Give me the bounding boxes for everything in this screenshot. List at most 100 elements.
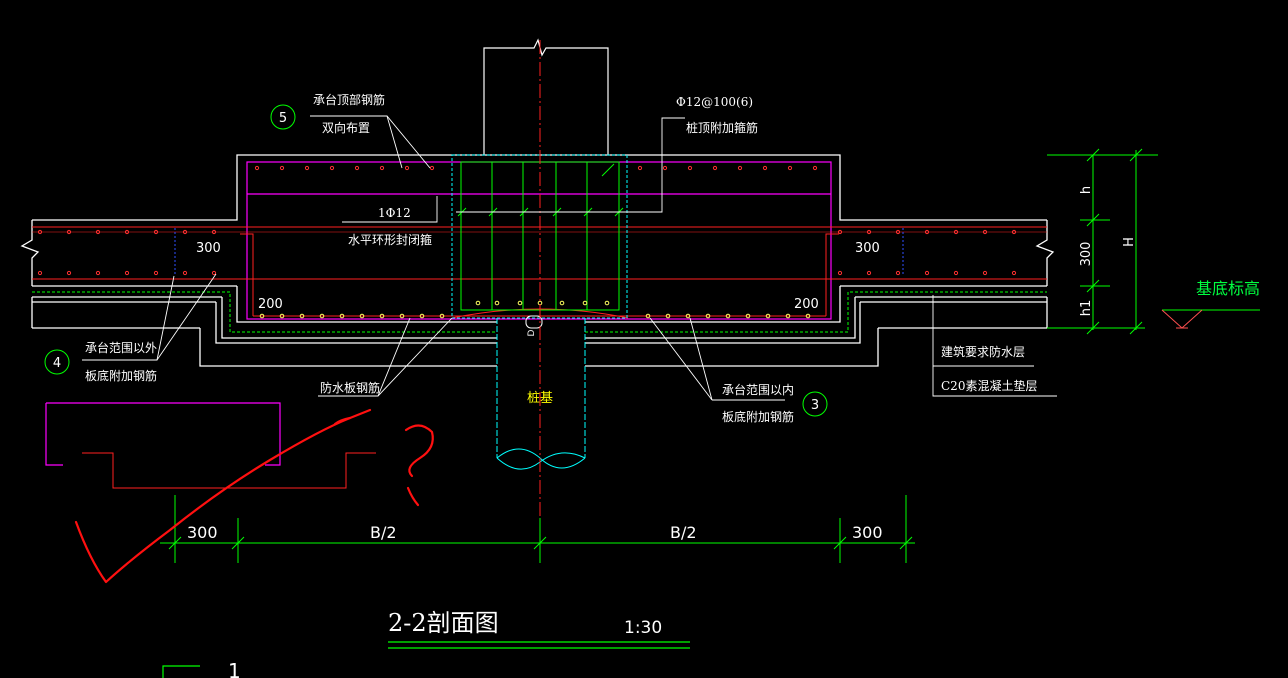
layer2-right <box>585 302 861 344</box>
dim-300-right: 300 <box>852 523 883 542</box>
dim-200-left: 200 <box>258 297 283 312</box>
column-outline <box>483 38 609 155</box>
rebar-dot <box>687 165 693 171</box>
callout-3: 3 <box>802 391 828 417</box>
rebar-dot <box>254 165 260 171</box>
cushion-step-left <box>199 328 497 367</box>
waterproof-layer-line <box>32 291 1047 333</box>
pile-cap-outline <box>20 154 1055 367</box>
callout-5-circle <box>270 104 296 130</box>
rebar-dot <box>982 229 988 235</box>
dim-300-left: 300 <box>187 523 218 542</box>
handwritten-annotations <box>74 408 434 584</box>
rebar-dot <box>637 165 643 171</box>
scale-text: 1:30 <box>624 618 662 638</box>
rebar-dot <box>279 165 285 171</box>
top-rebar-dots <box>254 165 818 171</box>
partial-number: 1 <box>228 659 241 678</box>
question-mark-dot <box>406 486 420 507</box>
dim-300-right-inner: 300 <box>855 241 880 256</box>
rebar-dot <box>837 229 843 235</box>
callout-3-circle <box>802 391 828 417</box>
rebar-dot <box>665 313 671 319</box>
base-elevation-label: 基底标高 <box>1196 279 1260 298</box>
rebar-dot <box>765 313 771 319</box>
rebar-dot <box>419 313 425 319</box>
stirrup-label-2: 桩顶附加箍筋 <box>686 120 758 135</box>
ring-hoop-label-2: 水平环形封闭箍 <box>348 232 432 247</box>
rebar-dot <box>785 313 791 319</box>
rebar-dot <box>762 165 768 171</box>
rebar-dot <box>211 229 217 235</box>
checkmark-stroke <box>74 408 372 584</box>
layer2-left <box>215 302 497 344</box>
title-text: 2-2剖面图 <box>388 609 499 637</box>
rebar-dot <box>354 165 360 171</box>
rebar-dot <box>895 270 901 276</box>
callout-4-circle <box>44 349 70 375</box>
drawing-title: 2-2剖面图 1:30 <box>388 609 690 649</box>
rebar-dot <box>37 229 43 235</box>
rebar-dot <box>1011 229 1017 235</box>
dim-b2-right: B/2 <box>670 523 697 542</box>
horizontal-dimension <box>160 495 915 563</box>
rebar-dot <box>895 229 901 235</box>
rebar-dot <box>339 313 345 319</box>
rebar-dot <box>182 270 188 276</box>
dim-h: h <box>1079 186 1094 194</box>
pile-mark: D <box>525 315 543 336</box>
rebar-dot <box>259 313 265 319</box>
rebar-dot <box>866 270 872 276</box>
break-left <box>20 220 40 286</box>
rebar-dot <box>379 313 385 319</box>
dim-200-right: 200 <box>794 297 819 312</box>
ring-hoop-label-1: 1Φ12 <box>378 206 411 220</box>
column <box>483 38 609 155</box>
rebar-dot <box>211 270 217 276</box>
waterproof-rebar-label: 防水板钢筋 <box>320 380 380 395</box>
rebar-dot <box>37 270 43 276</box>
rebar-dot <box>866 229 872 235</box>
rebar-dot <box>685 313 691 319</box>
rebar-dot <box>299 313 305 319</box>
legend-shape-magenta <box>46 402 281 466</box>
inside-rebar-label-1: 承台范围以内 <box>722 382 794 397</box>
rebar-dot <box>404 165 410 171</box>
rebar-dot <box>1011 270 1017 276</box>
rebar-dot <box>982 270 988 276</box>
rebar-dot <box>359 313 365 319</box>
slab-rebar-dots <box>37 229 1017 276</box>
outside-rebar-label-1: 承台范围以外 <box>85 340 157 355</box>
rebar-dot <box>745 313 751 319</box>
cap-top-outline <box>32 154 1047 221</box>
rebar-dot <box>953 270 959 276</box>
pile-mark-text: D <box>527 329 537 336</box>
rebar-dot <box>439 313 445 319</box>
rebar-dot <box>153 229 159 235</box>
dim-H: H <box>1122 237 1137 247</box>
cushion-layer-label: C20素混凝土垫层 <box>941 378 1037 393</box>
rebar-dot <box>705 313 711 319</box>
rebar-dot <box>319 313 325 319</box>
rebar-dot <box>399 313 405 319</box>
rebar-dot <box>66 229 72 235</box>
rebar-dot <box>805 313 811 319</box>
callout-3-text: 3 <box>811 398 819 413</box>
cap-bottom-left <box>236 286 497 323</box>
rebar-dot <box>153 270 159 276</box>
cushion-step-right <box>585 328 879 367</box>
rebar-dot <box>279 313 285 319</box>
dim-b2-left: B/2 <box>370 523 397 542</box>
vertical-dimension <box>1047 148 1158 335</box>
rebar-dot <box>95 270 101 276</box>
cap-bottom-right <box>585 286 841 323</box>
top-rebar-label-2: 双向布置 <box>322 120 370 135</box>
rebar-dot <box>924 270 930 276</box>
rebar-dot <box>124 229 130 235</box>
outside-rebar-label-2: 板底附加钢筋 <box>85 368 157 383</box>
callout-4: 4 <box>44 349 70 375</box>
leader-lines <box>82 115 1057 401</box>
callout-5-text: 5 <box>279 111 287 126</box>
base-elevation-marker: 基底标高 <box>1161 279 1260 329</box>
